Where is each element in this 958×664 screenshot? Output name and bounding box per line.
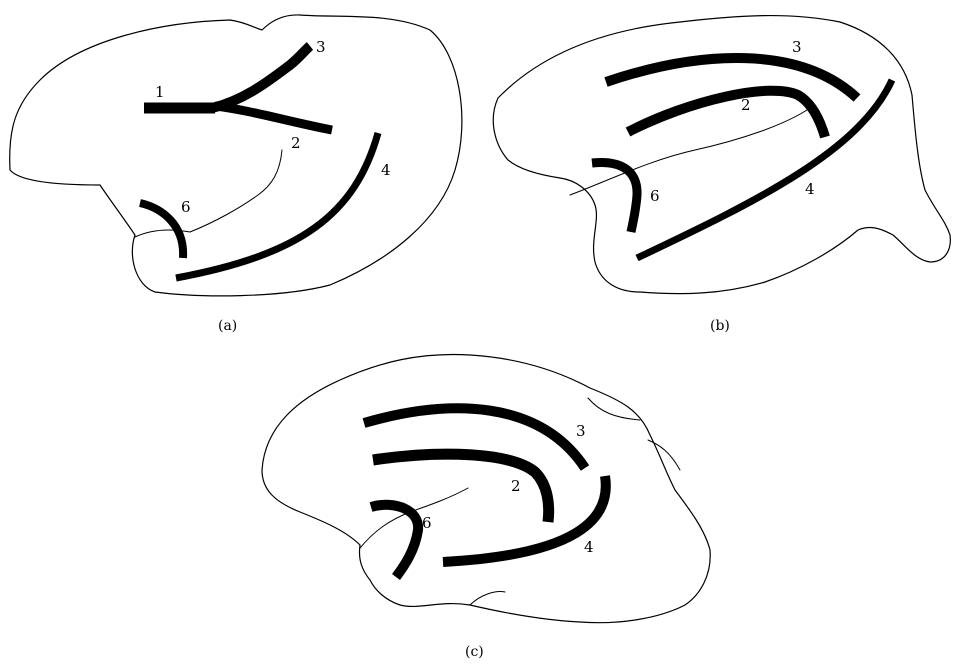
panel-b-label-3: 3	[792, 38, 802, 56]
panel-c-tract-2	[373, 454, 549, 522]
panel-b-label-2: 2	[741, 96, 751, 114]
panel-a-label-6: 6	[181, 198, 191, 216]
panel-a-tract-4	[176, 133, 378, 278]
panel-a-tract-3	[212, 46, 310, 108]
panel-a-lateral-sulcus-line	[135, 150, 282, 237]
panel-a-brain-outline	[10, 15, 462, 296]
panel-c-label-3: 3	[576, 422, 586, 440]
panel-c-label-2: 2	[511, 477, 521, 495]
panel-a-label-4: 4	[381, 161, 391, 179]
panel-c-fold-line-1	[588, 398, 640, 420]
panel-c-label-4: 4	[584, 538, 594, 556]
panel-c-tract-4	[443, 476, 606, 562]
panel-b: 3 2 4 6 (b)	[493, 16, 950, 334]
panel-c-label-6: 6	[422, 514, 432, 532]
panel-a: 1 3 2 4 6 (a)	[10, 15, 462, 334]
panel-a-label-2: 2	[291, 134, 301, 152]
panel-c-caption: (c)	[465, 644, 484, 660]
panel-b-lateral-sulcus-line	[570, 108, 810, 195]
panel-a-label-1: 1	[155, 83, 165, 101]
panel-b-label-6: 6	[650, 187, 660, 205]
panel-a-tract-branch	[215, 106, 332, 130]
panel-b-caption: (b)	[710, 318, 730, 334]
panel-b-label-4: 4	[805, 180, 815, 198]
panel-c: 3 2 4 6 (c)	[262, 354, 710, 660]
panel-b-tract-2	[628, 91, 825, 137]
panel-a-label-3: 3	[316, 38, 326, 56]
panel-c-tract-6	[371, 505, 418, 577]
panel-a-caption: (a)	[218, 318, 237, 334]
panel-b-tract-6	[592, 162, 637, 232]
panel-c-fold-line-3	[470, 592, 505, 605]
panel-c-brain-outline	[262, 354, 710, 622]
